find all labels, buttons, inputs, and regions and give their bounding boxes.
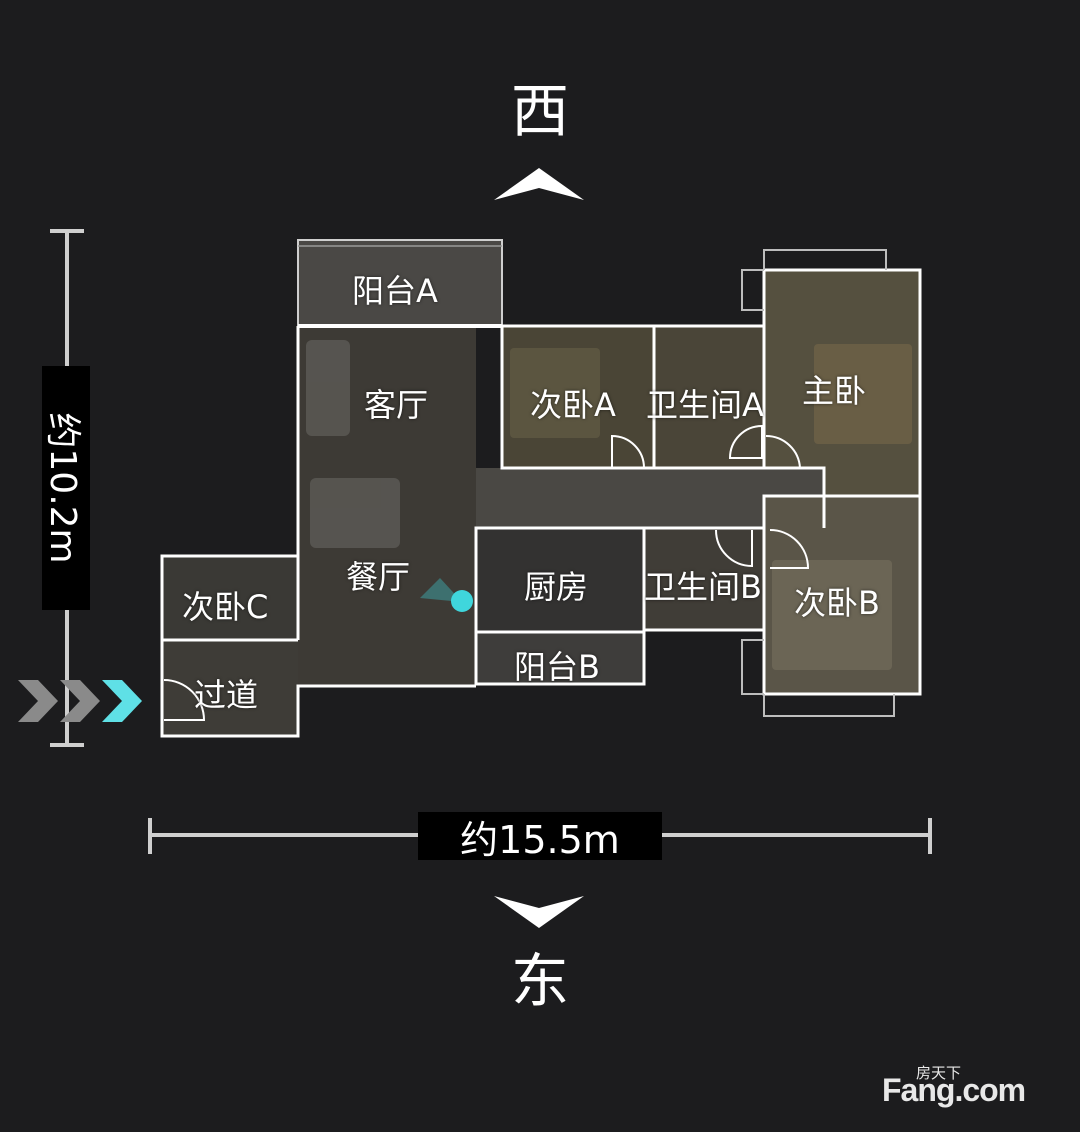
watermark-brand-main: Fang.com xyxy=(882,1072,1026,1108)
door-bathroom-b xyxy=(715,529,753,568)
compass-bottom-label: 东 xyxy=(510,947,569,1015)
height-dimension-cap-top xyxy=(50,229,84,233)
room-label-balcony-a[interactable]: 阳台A xyxy=(352,272,438,310)
width-dimension-cap-left xyxy=(148,818,152,854)
door-bedroom-a xyxy=(611,434,645,469)
room-label-kitchen[interactable]: 厨房 xyxy=(524,568,589,606)
room-label-bedroom-b[interactable]: 次卧B xyxy=(794,584,880,622)
door-bedroom-b xyxy=(769,529,810,569)
corridor-wall xyxy=(160,640,476,738)
room-label-balcony-b[interactable]: 阳台B xyxy=(514,648,600,686)
bedroom-b-closet-frame xyxy=(741,639,764,695)
balcony-a-wall xyxy=(297,239,503,326)
door-master xyxy=(765,434,802,469)
height-dimension-cap-bottom xyxy=(50,743,84,747)
room-label-living-room[interactable]: 客厅 xyxy=(364,386,429,424)
door-swings xyxy=(163,424,810,721)
entrance-arrows-icon xyxy=(18,680,142,722)
compass-top-label: 西 xyxy=(510,77,569,145)
bathroom-a-fill xyxy=(654,326,764,468)
bedroom-b-wall xyxy=(762,494,922,696)
kitchen-fill xyxy=(476,528,644,632)
bedroom-c-fill xyxy=(162,556,298,640)
room-label-bathroom-a[interactable]: 卫生间A xyxy=(646,386,764,424)
watermark-brand-top: 房天下 xyxy=(916,1064,962,1082)
master-bed-hint xyxy=(814,344,912,444)
table-hint xyxy=(310,478,400,548)
chevron-up-icon[interactable] xyxy=(494,166,584,202)
room-label-corridor[interactable]: 过道 xyxy=(194,676,259,714)
room-label-bedroom-c[interactable]: 次卧C xyxy=(182,588,269,626)
room-label-bedroom-a[interactable]: 次卧A xyxy=(530,386,616,424)
width-dimension-cap-right xyxy=(928,818,932,854)
arrow-2 xyxy=(60,680,100,722)
furniture-hints xyxy=(306,340,912,670)
door-corridor xyxy=(163,679,206,721)
chevron-down-icon[interactable] xyxy=(494,894,584,930)
arrow-1 xyxy=(18,680,58,722)
bedroom-b-window-frame xyxy=(763,694,895,717)
room-label-bathroom-b[interactable]: 卫生间B xyxy=(644,568,762,606)
current-position-dot xyxy=(451,590,473,612)
bathroom-b-fill xyxy=(644,528,764,630)
balcony-b-wall xyxy=(474,632,646,686)
width-dimension-label: 约15.5m xyxy=(418,812,662,862)
master-closet-frame xyxy=(741,269,764,311)
bed-a-hint xyxy=(510,348,600,438)
arrow-3 xyxy=(102,680,142,722)
balcony-b-fill xyxy=(476,632,644,684)
room-label-dining-room[interactable]: 餐厅 xyxy=(346,558,411,596)
bedroom-c-wall xyxy=(160,554,298,642)
height-dimension-label: 约10.2m xyxy=(42,366,90,610)
sofa-hint xyxy=(306,340,350,436)
room-label-master-bedroom[interactable]: 主卧 xyxy=(802,372,867,410)
view-cone xyxy=(420,578,462,602)
master-window-frame xyxy=(763,249,887,270)
balcony-a-fill xyxy=(298,240,502,326)
walls xyxy=(160,239,922,738)
bed-b-hint xyxy=(772,560,892,670)
door-bathroom-a xyxy=(728,424,763,459)
